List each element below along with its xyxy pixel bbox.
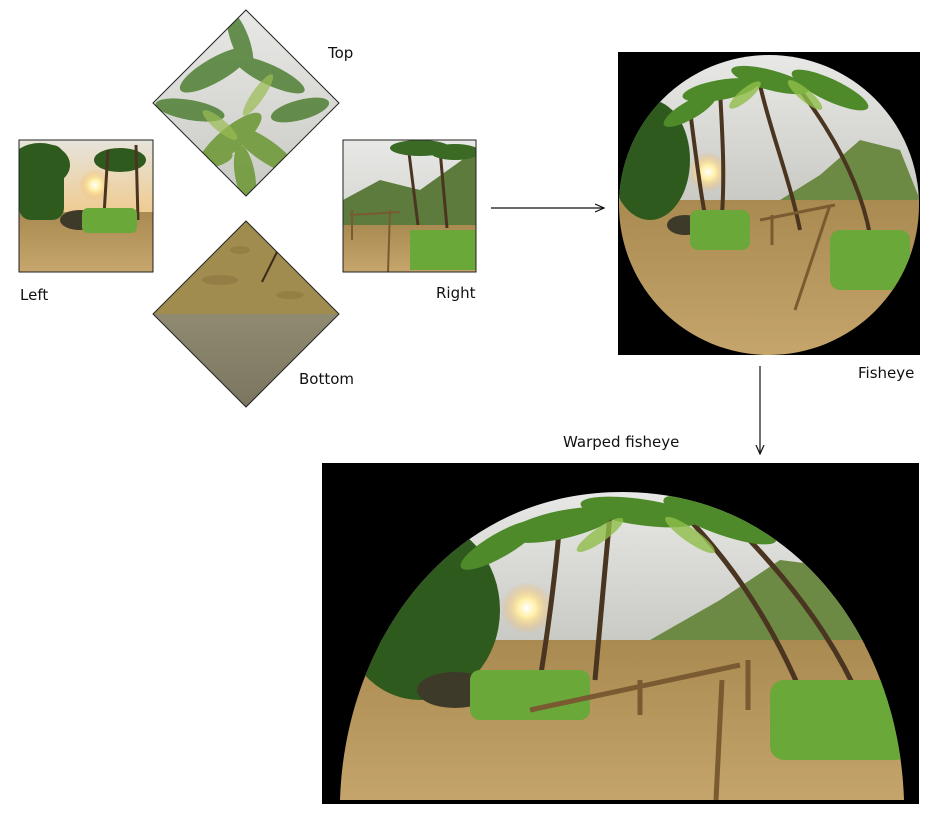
fisheye-label: Fisheye [858,364,915,382]
top-face-image [152,9,340,197]
warped-fisheye-label: Warped fisheye [563,433,680,451]
top-label: Top [328,44,354,62]
fisheye-image [618,52,920,355]
right-label: Right [436,284,476,302]
right-face-image [342,139,477,273]
left-label: Left [20,286,49,304]
warped-fisheye-image [322,463,919,804]
left-face-image [18,139,154,273]
bottom-label: Bottom [299,370,355,388]
